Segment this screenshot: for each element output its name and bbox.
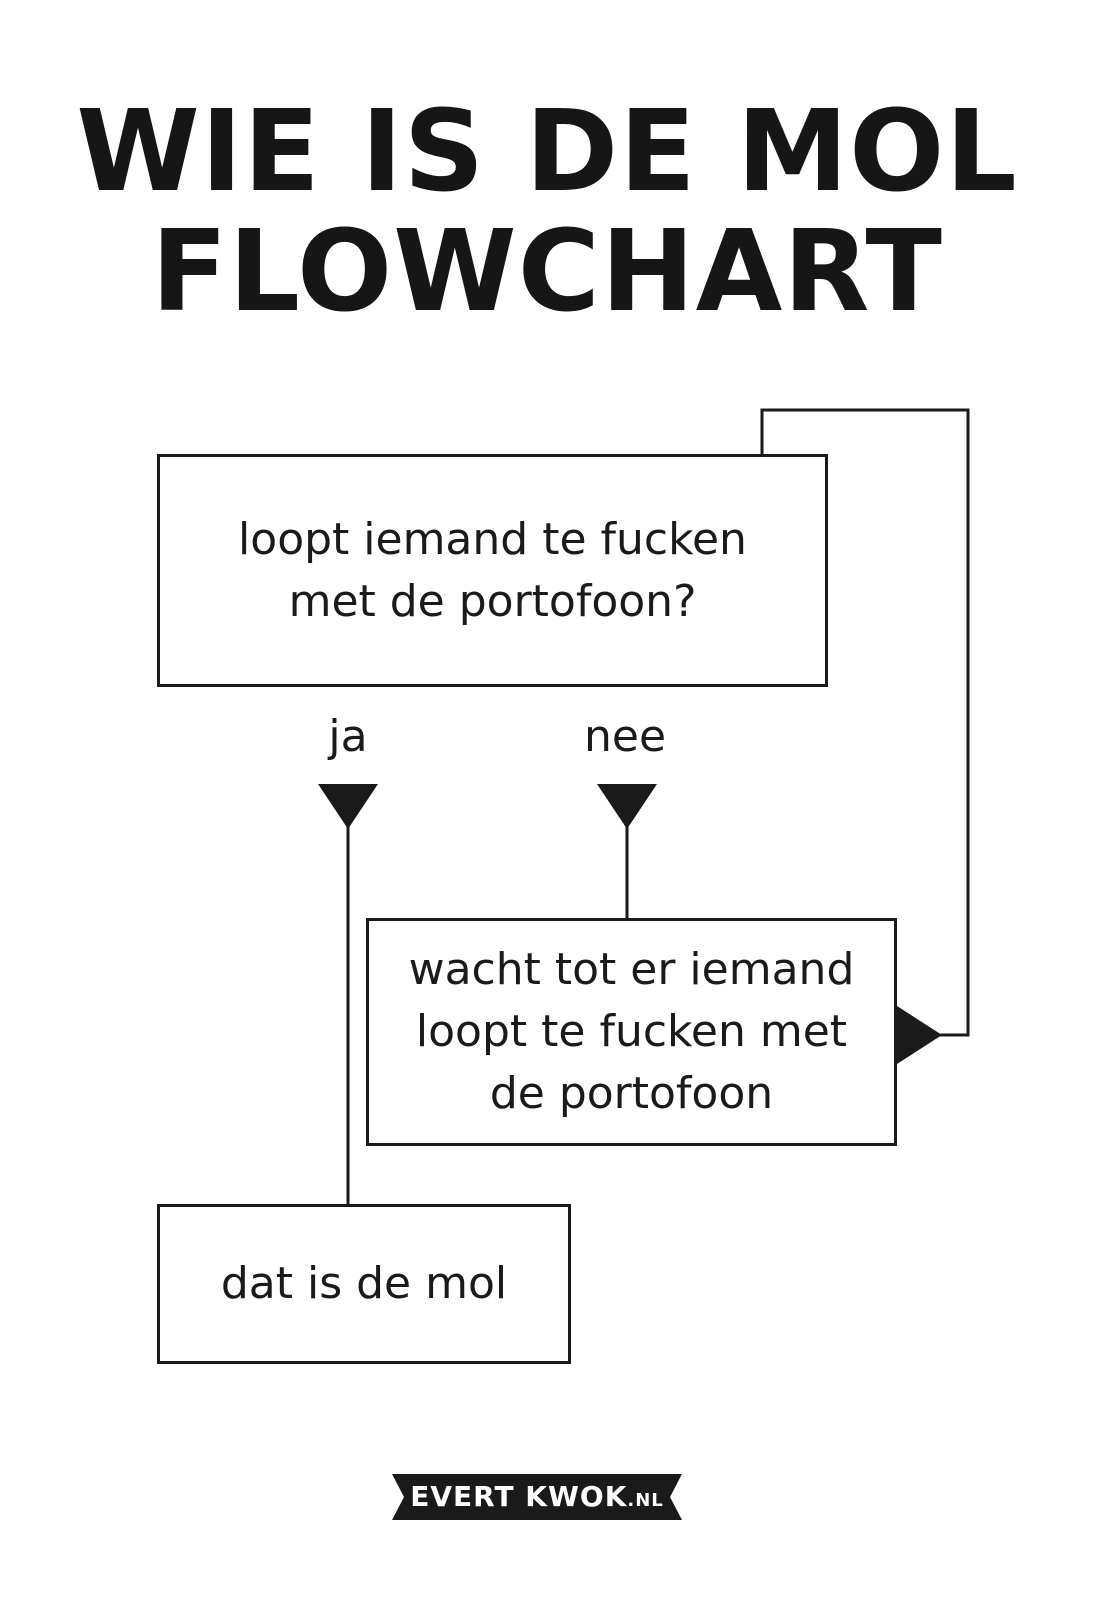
logo-tld: .NL bbox=[627, 1490, 664, 1511]
title-line-1: WIE IS DE MOL bbox=[76, 87, 1018, 217]
logo-main: EVERT KWOK bbox=[410, 1480, 628, 1513]
title-line-2: FLOWCHART bbox=[151, 207, 943, 337]
logo-banner-icon bbox=[392, 1474, 682, 1520]
question-line-1: loopt iemand te fucken bbox=[238, 513, 747, 565]
evertkwok-logo: EVERT KWOK.NL bbox=[392, 1474, 682, 1520]
no-arrow-icon bbox=[597, 784, 657, 829]
question-line-2: met de portofoon? bbox=[288, 575, 697, 627]
yes-label: ja bbox=[328, 711, 368, 762]
loop-arrow-icon bbox=[897, 1006, 942, 1064]
question-node: loopt iemand te fucken met de portofoon? bbox=[157, 454, 828, 687]
answer-node: dat is de mol bbox=[157, 1204, 571, 1364]
yes-arrow-icon bbox=[318, 784, 378, 829]
wait-line-2: loopt te fucken met bbox=[415, 1006, 848, 1057]
wait-node: wacht tot er iemand loopt te fucken met … bbox=[366, 918, 897, 1146]
wait-line-1: wacht tot er iemand bbox=[408, 944, 855, 995]
no-label: nee bbox=[583, 711, 667, 762]
answer-line-1: dat is de mol bbox=[220, 1258, 508, 1309]
wait-line-3: de portofoon bbox=[489, 1068, 774, 1119]
logo-text: EVERT KWOK.NL bbox=[392, 1474, 682, 1520]
loop-back-connector bbox=[760, 408, 970, 1037]
